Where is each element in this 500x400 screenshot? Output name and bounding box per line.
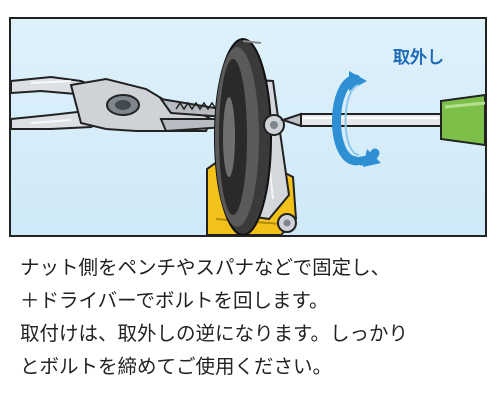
instruction-line: とボルトを締めてご使用ください。 [20,355,333,378]
screwdriver-icon [279,93,485,147]
removal-illustration [11,38,485,235]
instruction-text: ナット側をペンチやスパナなどで固定し、 ＋ドライバーでボルトを回します。 取付け… [20,251,486,383]
instruction-line: ＋ドライバーでボルトを回します。 [20,289,329,312]
pulley-wheel-icon [214,38,272,235]
bolt-icon [263,114,297,233]
pliers-icon [11,75,228,133]
removal-caption: 取外し [393,48,444,68]
instruction-line: 取付けは、取外しの逆になります。しっかり [20,322,409,345]
illustration-frame: 取外し [9,17,487,237]
instruction-line: ナット側をペンチやスパナなどで固定し、 [20,256,391,279]
rotation-arrow-icon [332,71,381,167]
